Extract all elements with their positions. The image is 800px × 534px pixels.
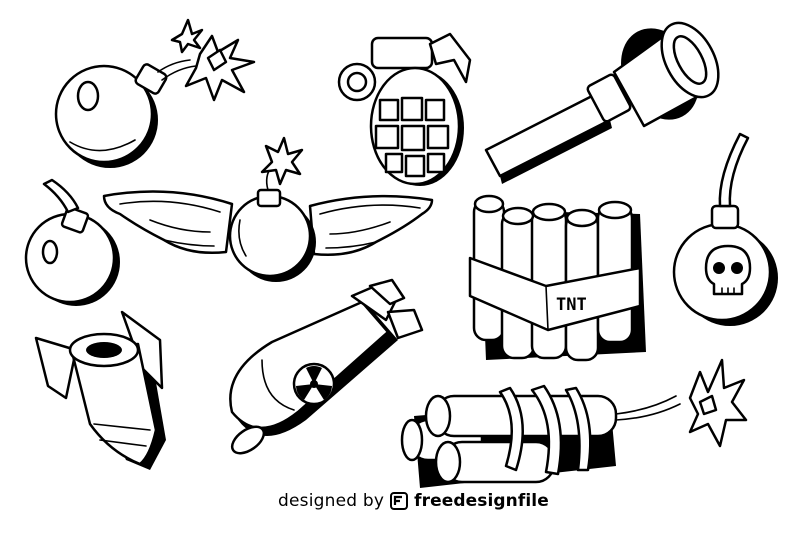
round-bomb-with-sparking-fuse [54,18,256,168]
tnt-bundle: TNT [468,194,646,362]
freedesignfile-logo-icon [390,492,409,510]
skull-bomb [672,132,778,326]
rocket-bomb [34,310,166,470]
hand-grenade [337,32,472,186]
credit-prefix: designed by [278,491,385,511]
tnt-label: TNT [556,295,587,315]
credit-brand[interactable]: freedesignfile [414,491,549,511]
winged-bomb [102,136,434,282]
dynamite-sticks-with-fuse [400,358,748,488]
radioactive-aerial-bomb [229,278,424,455]
small-round-bomb [24,178,120,306]
detonator-plunger-handle [484,21,720,184]
designer-credit: designed by freedesignfile [278,488,578,514]
